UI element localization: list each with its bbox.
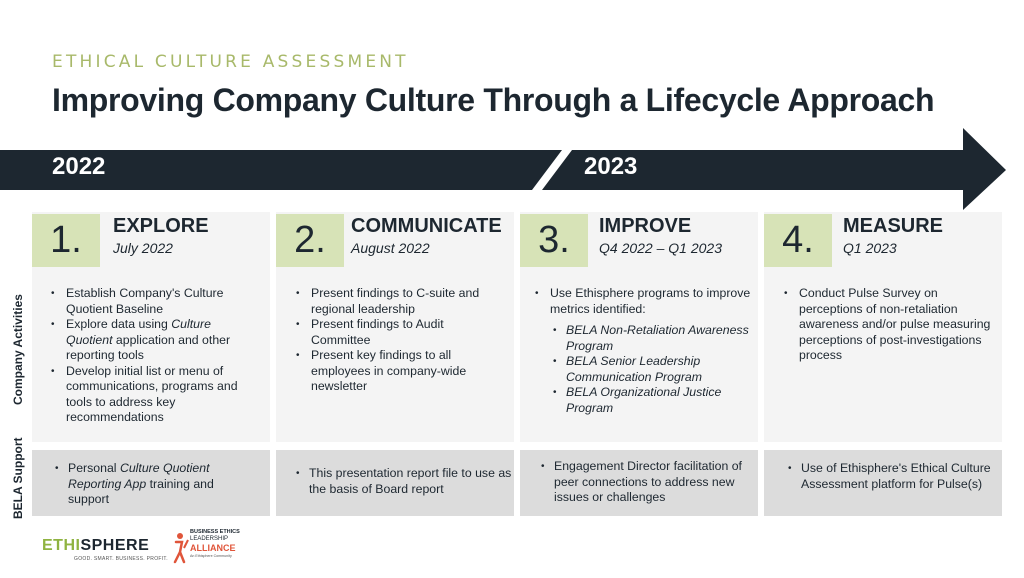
support-list: This presentation report file to use as … — [293, 466, 519, 497]
bela-line1: BUSINESS ETHICS — [190, 529, 240, 535]
phase-number: 3. — [520, 214, 588, 267]
phase-date: July 2022 — [113, 240, 173, 256]
program-item: BELA Senior Leadership Communication Pro… — [553, 354, 762, 385]
year-2022-label: 2022 — [52, 153, 106, 180]
bela-logo: BUSINESS ETHICS LEADERSHIP ALLIANCE An E… — [173, 529, 240, 564]
activity-item: Present findings to Audit Committee — [296, 317, 501, 348]
year-2023-label: 2023 — [584, 153, 638, 180]
activities-list: Use Ethisphere programs to improve metri… — [532, 286, 762, 416]
activities-list: Establish Company's Culture Quotient Bas… — [48, 286, 260, 426]
program-item: BELA Non-Retaliation Awareness Program — [553, 323, 762, 354]
bela-line4: An Ethisphere Community — [190, 554, 232, 558]
support-item: Personal Culture Quotient Reporting App … — [55, 461, 258, 508]
activity-item: Use Ethisphere programs to improve metri… — [535, 286, 762, 416]
support-item: This presentation report file to use as … — [296, 466, 519, 497]
bullet-text: Present key findings to all employees in… — [311, 348, 467, 393]
phase-date: August 2022 — [351, 240, 430, 256]
support-list: Engagement Director facilitation of peer… — [538, 459, 764, 506]
bullet-text: Use Ethisphere programs to improve metri… — [550, 286, 751, 316]
support-list: Use of Ethisphere's Ethical Culture Asse… — [785, 461, 1011, 492]
bullet-text: Establish Company's Culture Quotient Bas… — [66, 286, 224, 316]
support-list: Personal Culture Quotient Reporting App … — [52, 461, 258, 508]
bullet-text: Conduct Pulse Survey on perceptions of n… — [799, 286, 991, 362]
activity-item: Present findings to C-suite and regional… — [296, 286, 501, 317]
bullet-text: Develop initial list or menu of communic… — [66, 363, 238, 425]
support-item: Engagement Director facilitation of peer… — [541, 459, 764, 506]
timeline-arrow — [0, 128, 1006, 210]
phase-date: Q1 2023 — [843, 240, 897, 256]
bela-line2: LEADERSHIP — [190, 536, 228, 542]
support-item: Use of Ethisphere's Ethical Culture Asse… — [788, 461, 1011, 492]
activity-sublist: BELA Non-Retaliation Awareness ProgramBE… — [550, 323, 762, 416]
bullet-text: application and other reporting tools — [66, 332, 231, 363]
phase-title: COMMUNICATE — [351, 215, 502, 237]
bullet-text: Use of Ethisphere's Ethical Culture Asse… — [801, 461, 991, 491]
eyebrow-heading: ETHICAL CULTURE ASSESSMENT — [52, 52, 409, 72]
row-label-support: BELA Support — [11, 437, 25, 519]
phase-number: 4. — [764, 214, 832, 267]
activity-item: Develop initial list or menu of communic… — [51, 363, 260, 426]
logo-word-dark: SPHERE — [80, 537, 150, 554]
activity-item: Explore data using Culture Quotient appl… — [51, 317, 260, 364]
timeline-bar-2022 — [0, 150, 562, 190]
phase-title: MEASURE — [843, 215, 944, 237]
bullet-text: training and support — [68, 476, 214, 507]
timeline-bar-2023 — [542, 128, 1006, 210]
bullet-text: Present findings to C-suite and regional… — [311, 286, 480, 316]
bullet-text: Culture Quotient Reporting App — [68, 461, 210, 491]
activity-item: Conduct Pulse Survey on perceptions of n… — [784, 286, 993, 364]
phase-title: IMPROVE — [599, 215, 692, 237]
bullet-text: Culture Quotient — [66, 317, 211, 347]
ethisphere-tagline: GOOD. SMART. BUSINESS. PROFIT. — [74, 556, 168, 562]
page-title: Improving Company Culture Through a Life… — [52, 82, 935, 118]
activity-item: Present key findings to all employees in… — [296, 348, 501, 395]
activities-list: Present findings to C-suite and regional… — [293, 286, 501, 395]
phase-number: 1. — [32, 214, 100, 267]
phase-date: Q4 2022 – Q1 2023 — [599, 240, 722, 256]
program-item: BELA Organizational Justice Program — [553, 385, 762, 416]
phase-number: 2. — [276, 214, 344, 267]
bullet-text: Engagement Director facilitation of peer… — [554, 459, 742, 504]
bullet-text: Explore data using — [66, 317, 172, 331]
activities-list: Conduct Pulse Survey on perceptions of n… — [781, 286, 993, 364]
phase-title: EXPLORE — [113, 215, 209, 237]
row-label-activities: Company Activities — [11, 294, 25, 405]
bullet-text: Present findings to Audit Committee — [311, 317, 444, 347]
bullet-text: Personal — [68, 461, 120, 475]
activity-item: Establish Company's Culture Quotient Bas… — [51, 286, 260, 317]
bullet-text: This presentation report file to use as … — [309, 466, 512, 496]
logo-word-green: ETHI — [42, 537, 81, 554]
ethisphere-logo: ETHISPHERE — [42, 537, 149, 555]
bela-line3: ALLIANCE — [190, 543, 236, 553]
